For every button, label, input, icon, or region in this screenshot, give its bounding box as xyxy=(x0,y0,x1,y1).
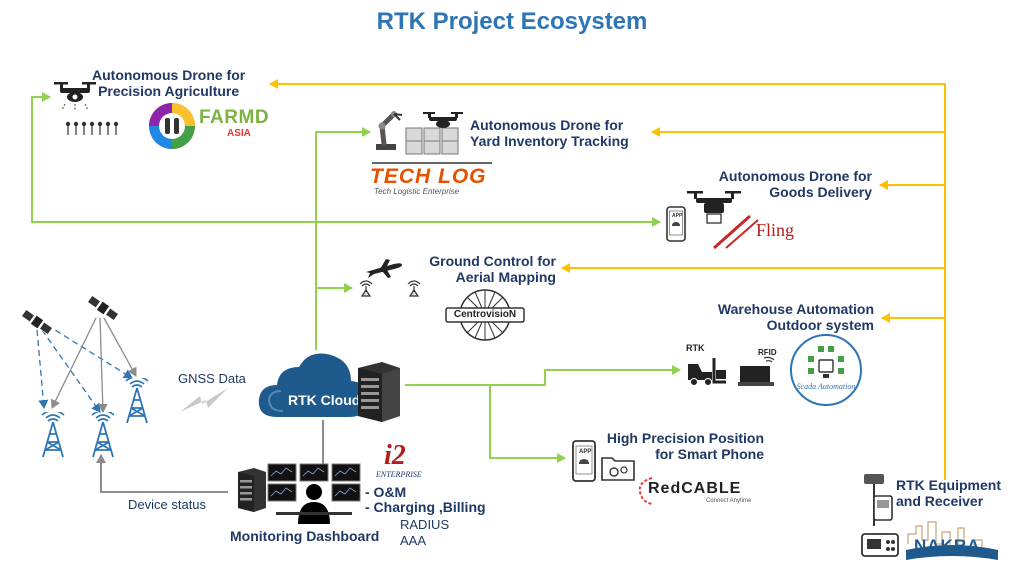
dashboard-item-om: - O&M xyxy=(365,484,407,500)
green-connectors xyxy=(31,92,681,463)
label-gnss-data: GNSS Data xyxy=(178,371,246,386)
orange-connectors xyxy=(269,79,946,480)
techlog-subtitle: Tech Logistic Enterprise xyxy=(374,187,460,196)
crop-field-icon xyxy=(65,121,119,135)
forklift-icon xyxy=(688,358,726,386)
rtk-cloud-icon xyxy=(258,353,370,417)
gnss-receiver-icon xyxy=(864,474,893,526)
centrovision-wordmark: CentrovisioN xyxy=(453,309,517,320)
lightning-bolt-icon xyxy=(180,388,228,412)
airplane-icon xyxy=(366,259,402,278)
monitor-wall-icon xyxy=(267,463,361,524)
redcable-logo: RedCABLE Connect Anytime xyxy=(636,476,766,512)
scada-logo: Scada Automation xyxy=(788,332,864,408)
cell-tower-icon-2 xyxy=(91,412,115,458)
inventory-boxes-icon xyxy=(405,127,459,155)
redcable-subtitle: Connect Anytime xyxy=(706,498,752,504)
smartphone-app-label: APP xyxy=(579,449,592,455)
i2-subtitle: ENTERPRISE xyxy=(376,470,422,479)
farmd-wordmark: FARMD xyxy=(199,107,270,128)
delivery-phone-app-label: APP xyxy=(672,213,683,219)
satellite-rays xyxy=(36,317,137,413)
farmd-logo: FARMD ASIA xyxy=(147,101,277,151)
centrovision-logo: CentrovisioN xyxy=(445,288,525,342)
pallet-icon xyxy=(738,356,775,386)
rtk-badge: RTK xyxy=(686,343,705,353)
ground-antenna-icon xyxy=(359,280,373,297)
folder-settings-icon xyxy=(601,457,635,481)
server-rack-icon xyxy=(358,362,400,422)
agriculture-drone-icon xyxy=(54,82,96,111)
i2-wordmark: i2 xyxy=(384,440,406,471)
grey-connectors xyxy=(96,420,324,493)
radio-device-icon xyxy=(861,533,899,557)
nakra-logo: NAKRA xyxy=(904,514,1000,564)
satellite-icon-2 xyxy=(87,295,119,321)
techlog-logo: TECH LOG Tech Logistic Enterprise xyxy=(370,162,500,198)
scada-wordmark: Scada Automation xyxy=(796,382,856,391)
ground-antenna-icon-2 xyxy=(407,280,421,297)
fling-wordmark: Fling xyxy=(756,220,795,240)
redcable-wordmark: RedCABLE xyxy=(648,480,742,497)
dashboard-subitem-aaa: AAA xyxy=(400,533,427,548)
cell-tower-icon-3 xyxy=(125,378,149,424)
dashboard-server-icon xyxy=(238,468,266,512)
smartphone-icon xyxy=(572,440,596,482)
delivery-drone-icon xyxy=(687,191,741,224)
page-title: RTK Project Ecosystem xyxy=(376,8,648,35)
rfid-badge: RFID xyxy=(758,348,777,357)
yard-drone-icon xyxy=(423,112,463,128)
farmd-subtitle: ASIA xyxy=(227,128,251,139)
dashboard-item-billing: - Charging ,Billing xyxy=(365,499,486,515)
i2-enterprise-logo: i2 ENTERPRISE xyxy=(376,440,436,482)
label-monitoring-dashboard: Monitoring Dashboard xyxy=(230,528,380,544)
robot-arm-icon xyxy=(376,111,403,150)
delivery-phone-icon xyxy=(666,206,686,242)
fling-logo: Fling xyxy=(712,214,822,250)
dashboard-subitem-radius: RADIUS xyxy=(400,517,450,532)
rtk-cloud-label: RTK Cloud xyxy=(288,392,361,408)
techlog-wordmark: TECH LOG xyxy=(370,165,487,188)
cell-tower-icon xyxy=(41,412,65,458)
nakra-wordmark: NAKRA xyxy=(914,536,981,555)
satellite-icon xyxy=(21,309,53,335)
label-device-status: Device status xyxy=(128,497,207,512)
